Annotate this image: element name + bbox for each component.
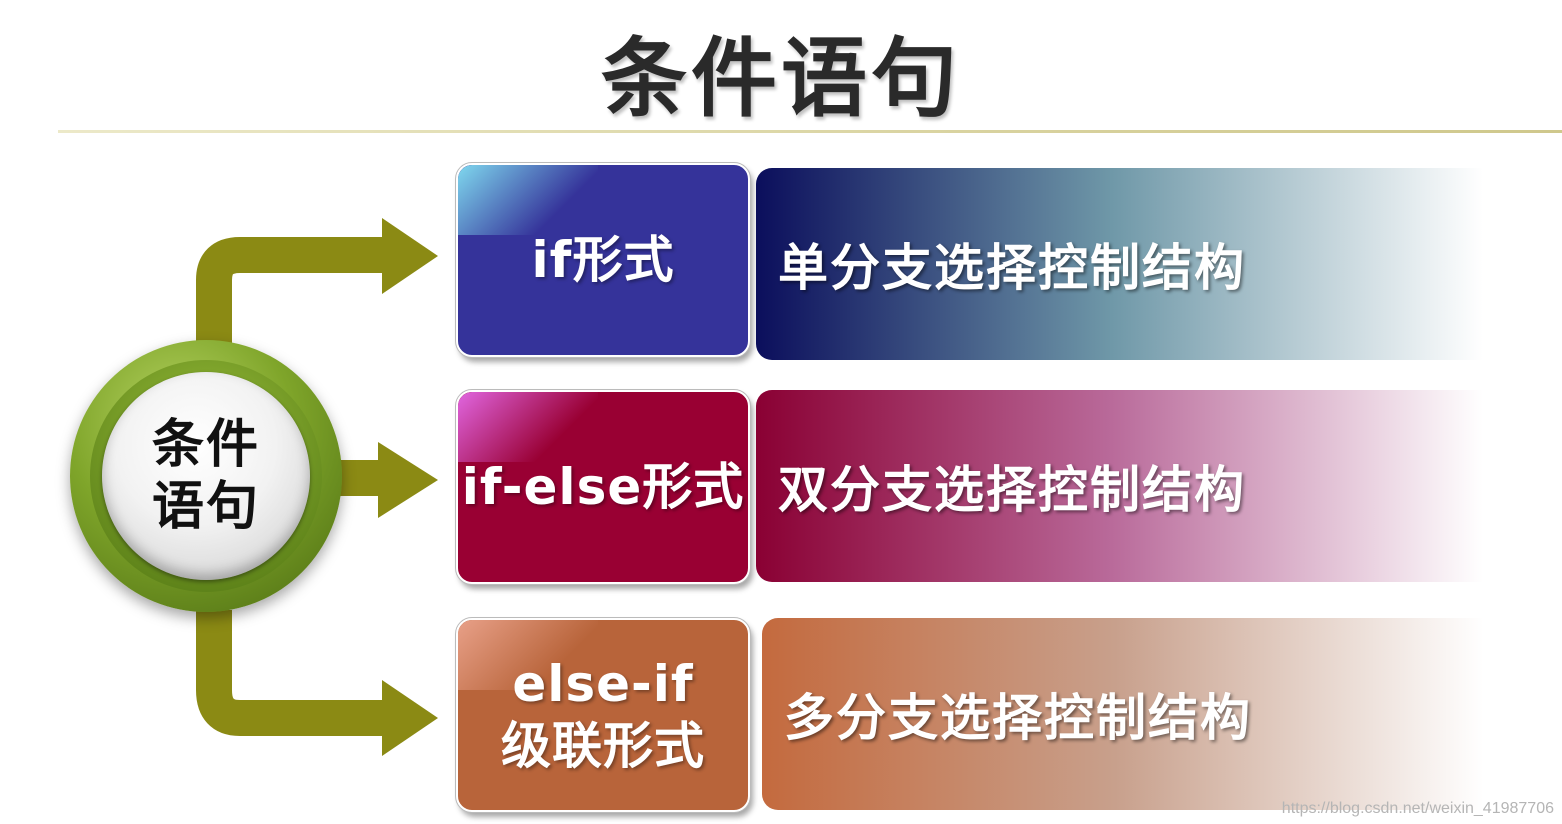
branch-description-box: 双分支选择控制结构 (756, 390, 1546, 582)
arrow-to-else-if (196, 610, 385, 736)
branch-description: 双分支选择控制结构 (778, 461, 1246, 519)
branch-label-box: else-if 级联形式 (455, 617, 751, 813)
hub-circle: 条件 语句 (70, 340, 342, 612)
branch-label-line: else-if (512, 655, 694, 713)
hub-line-1: 条件 (151, 415, 260, 475)
arrowhead-if (382, 218, 438, 294)
hub-ring: 条件 语句 (90, 360, 322, 592)
branch-description-box: 单分支选择控制结构 (756, 168, 1546, 360)
page-title: 条件语句 (601, 29, 961, 129)
hub-line-2: 语句 (151, 477, 260, 537)
branch-description: 单分支选择控制结构 (778, 239, 1246, 297)
branch-label-line: if-else形式 (461, 458, 745, 516)
branch-label-line: 级联形式 (501, 717, 705, 775)
label-shine (458, 165, 598, 235)
arrowhead-else-if (382, 680, 438, 756)
branch-label-box: if-else形式 (455, 389, 751, 585)
watermark: https://blog.csdn.net/weixin_41987706 (1281, 800, 1554, 817)
branch-label-box: if形式 (455, 162, 751, 358)
branch-description-box: 多分支选择控制结构 (762, 618, 1546, 810)
title-divider (58, 130, 1562, 133)
hub-label: 条件 语句 (102, 372, 310, 580)
branch-description: 多分支选择控制结构 (784, 689, 1252, 747)
branch-label-line: if形式 (531, 231, 675, 289)
label-shine (458, 392, 598, 462)
arrow-to-if (196, 237, 385, 345)
arrowhead-if-else (378, 442, 438, 518)
